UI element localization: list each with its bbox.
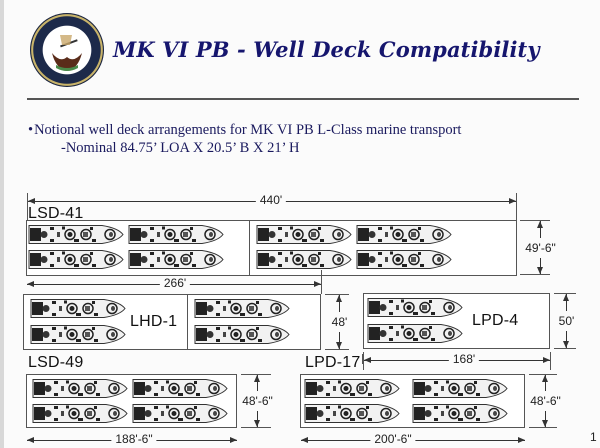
patrol-boat-icon <box>132 403 228 424</box>
extension-line <box>362 354 363 364</box>
title-rule <box>27 98 579 100</box>
arrow-up-icon <box>542 375 548 382</box>
arrow-down-icon <box>537 267 543 274</box>
extension-line <box>325 294 349 295</box>
patrol-boat-icon <box>194 324 290 345</box>
ship-label-lhd1: LHD-1 <box>130 313 178 330</box>
patrol-boat-icon <box>194 298 290 319</box>
dimension-label: 266' <box>159 276 191 290</box>
dimension-label: 200'-6" <box>370 432 416 446</box>
arrow-left-icon <box>27 281 34 287</box>
patrol-boat-icon <box>128 224 224 245</box>
page-title: MK VI PB - Well Deck Compatibility <box>113 37 540 62</box>
ship-label-lsd41: LSD-41 <box>28 205 84 222</box>
extension-line <box>529 427 557 428</box>
dimension-lpd4-length: 168' <box>364 352 550 366</box>
extension-line <box>321 270 322 294</box>
dimension-lpd4-width: 50' <box>558 294 575 348</box>
patrol-boat-icon <box>32 403 128 424</box>
dimension-label: 48'-6" <box>242 391 273 411</box>
patrol-boat-icon <box>30 324 126 345</box>
extension-line <box>554 293 576 294</box>
arrow-right-icon <box>518 437 525 443</box>
arrow-up-icon <box>537 221 543 228</box>
ship-label-lsd49: LSD-49 <box>28 354 84 371</box>
bullet-text: Notional well deck arrangements for MK V… <box>34 122 462 138</box>
dimension-lsd41-width: 49'-6" <box>525 221 556 274</box>
dimension-label: 50' <box>558 311 575 331</box>
extension-line <box>325 349 349 350</box>
patrol-boat-icon <box>256 224 352 245</box>
dimension-lpd17-length: 200'-6" <box>301 432 525 446</box>
patrol-boat-icon <box>30 298 126 319</box>
patrol-boat-icon <box>412 403 508 424</box>
arrow-left-icon <box>28 198 35 204</box>
patrol-boat-icon <box>128 249 224 270</box>
extension-line <box>520 220 550 221</box>
arrow-up-icon <box>563 294 569 301</box>
arrow-right-icon <box>314 281 321 287</box>
bullet-dot: • <box>28 122 34 138</box>
dimension-lsd49-width: 48'-6" <box>242 375 273 427</box>
patrol-boat-icon <box>304 403 400 424</box>
arrow-left-icon <box>27 437 34 443</box>
extension-line <box>520 274 550 275</box>
dimension-label: 48' <box>331 312 348 332</box>
dimension-label: 49'-6" <box>525 237 556 258</box>
extension-line <box>516 193 517 220</box>
page-number: 1 <box>590 430 597 444</box>
patrol-boat-icon <box>28 249 124 270</box>
bullet-point: •Notional well deck arrangements for MK … <box>28 122 461 139</box>
patrol-boat-icon <box>132 378 228 399</box>
sub-bullet: -Nominal 84.75’ LOA X 20.5’ B X 21’ H <box>61 140 300 156</box>
patrol-boat-icon <box>356 249 452 270</box>
arrow-right-icon <box>509 198 516 204</box>
arrow-up-icon <box>336 295 342 302</box>
dimension-lhd1-width: 48' <box>331 295 348 349</box>
dimension-label: 168' <box>448 352 480 366</box>
dimension-lhd1-length: 266' <box>27 276 321 290</box>
extension-line <box>241 427 271 428</box>
dimension-label: 188'-6" <box>111 432 157 446</box>
extension-line <box>529 374 557 375</box>
slide-edge <box>0 0 4 448</box>
ship-label-lpd4: LPD-4 <box>472 312 519 329</box>
extension-line <box>363 352 364 370</box>
deck-divider <box>187 294 188 350</box>
patrol-boat-icon <box>256 249 352 270</box>
patrol-boat-icon <box>28 224 124 245</box>
extension-line <box>554 348 576 349</box>
patrol-boat-icon <box>32 378 128 399</box>
patrol-boat-icon <box>412 378 508 399</box>
patrol-boat-icon <box>367 297 463 318</box>
arrow-left-icon <box>301 437 308 443</box>
ship-label-lpd17: LPD-17 <box>305 354 361 371</box>
extension-line <box>241 374 271 375</box>
arrow-up-icon <box>254 375 260 382</box>
navy-seal-logo <box>30 13 104 87</box>
dimension-lsd49-length: 188'-6" <box>27 432 237 446</box>
patrol-boat-icon <box>356 224 452 245</box>
dimension-lsd41-length: 440' <box>28 193 516 207</box>
arrow-down-icon <box>563 341 569 348</box>
extension-line <box>27 193 28 220</box>
arrow-right-icon <box>543 357 550 363</box>
arrow-down-icon <box>254 420 260 427</box>
extension-line <box>550 352 551 370</box>
patrol-boat-icon <box>367 323 463 344</box>
dimension-label: 48'-6" <box>530 391 561 411</box>
arrow-down-icon <box>336 342 342 349</box>
deck-divider <box>249 220 250 276</box>
dimension-label: 440' <box>255 193 287 207</box>
dimension-lpd17-width: 48'-6" <box>530 375 561 427</box>
patrol-boat-icon <box>304 378 400 399</box>
arrow-down-icon <box>542 420 548 427</box>
arrow-left-icon <box>364 357 371 363</box>
arrow-right-icon <box>230 437 237 443</box>
